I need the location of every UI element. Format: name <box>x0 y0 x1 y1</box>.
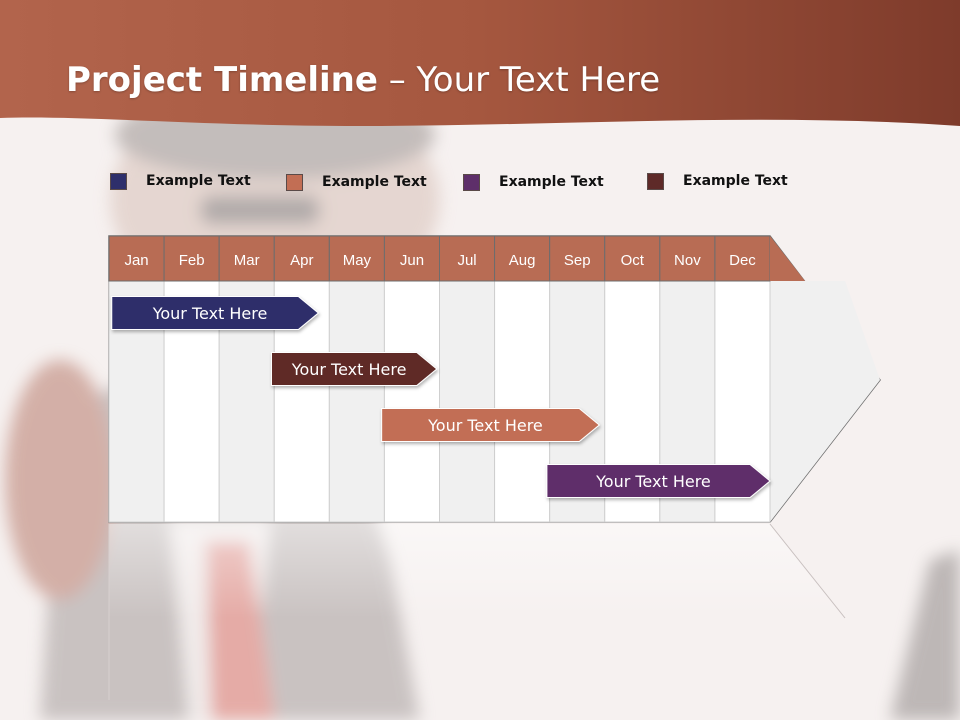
month-header-cell-nov <box>659 235 716 282</box>
timeline-bar-label-1: Your Text Here <box>152 304 268 323</box>
month-label-apr: Apr <box>290 252 313 269</box>
month-column-jun <box>383 280 440 523</box>
timeline-bar-1 <box>111 296 320 330</box>
month-label-sep: Sep <box>564 252 591 269</box>
month-header-cell-may <box>328 235 385 282</box>
legend-item-2: Example Text <box>286 172 427 192</box>
month-label-oct: Oct <box>621 252 645 269</box>
timeline-bar-4 <box>546 464 771 498</box>
month-header-cell-sep <box>549 235 606 282</box>
legend-item-3: Example Text <box>463 172 604 192</box>
title-rest: – Your Text Here <box>377 60 661 100</box>
month-label-may: May <box>343 252 372 269</box>
month-label-aug: Aug <box>509 252 536 269</box>
month-label-jan: Jan <box>124 252 148 269</box>
month-column-may <box>328 280 385 523</box>
month-header-cell-jul <box>439 235 496 282</box>
legend-swatch-2 <box>286 173 303 191</box>
month-column-aug <box>494 280 551 523</box>
month-header: Jan Feb Mar Apr May Jun Jul Aug Sep Oct Nov Dec <box>108 235 771 282</box>
month-label-feb: Feb <box>179 252 205 269</box>
page-title: Project Timeline – Your Text Here <box>66 60 660 100</box>
month-label-dec: Dec <box>729 252 756 269</box>
timeline-bar-label-4: Your Text Here <box>595 472 711 491</box>
title-banner <box>0 0 960 126</box>
timeline-reflection <box>109 524 845 618</box>
legend-swatch-3 <box>463 173 480 191</box>
month-label-jul: Jul <box>457 252 476 269</box>
month-header-cell-jan <box>108 235 165 282</box>
header-tip <box>770 236 805 281</box>
timeline-bar-2 <box>270 352 438 386</box>
month-label-jun: Jun <box>400 252 424 269</box>
month-header-cell-apr <box>273 235 330 282</box>
arrow-tip-fill <box>770 281 880 522</box>
legend-item-1: Example Text <box>110 171 251 191</box>
title-bold: Project Timeline <box>66 60 378 100</box>
legend-label-1: Example Text <box>146 173 251 189</box>
timeline-bar-label-3: Your Text Here <box>427 416 543 435</box>
legend-swatch-4 <box>647 172 664 190</box>
month-header-cell-feb <box>163 235 220 282</box>
month-label-nov: Nov <box>674 252 701 269</box>
legend-label-3: Example Text <box>499 174 604 190</box>
timeline-bar-label-2: Your Text Here <box>291 360 407 379</box>
timeline-bar-3 <box>381 408 601 442</box>
month-header-cell-jun <box>383 235 440 282</box>
month-column-jul <box>439 280 496 523</box>
legend-label-2: Example Text <box>322 174 427 190</box>
month-header-cell-mar <box>218 235 275 282</box>
legend-swatch-1 <box>110 172 127 190</box>
month-header-cell-dec <box>714 235 771 282</box>
legend-label-4: Example Text <box>683 173 788 189</box>
reflection-edge-right <box>769 523 846 619</box>
legend-item-4: Example Text <box>647 171 788 191</box>
month-label-mar: Mar <box>234 252 260 269</box>
